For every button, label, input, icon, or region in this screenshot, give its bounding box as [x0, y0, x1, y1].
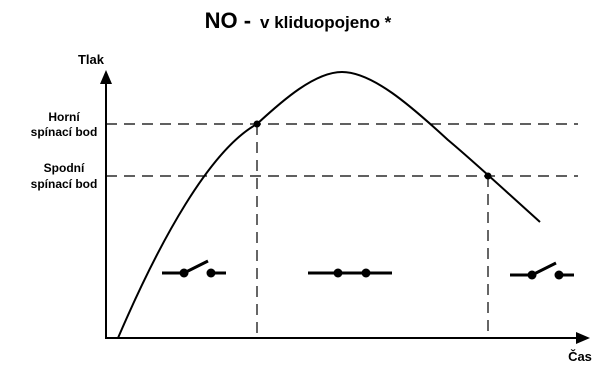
- pressure-curve: [117, 70, 541, 339]
- upper-threshold-label-2: spínací bod: [31, 125, 98, 139]
- x-axis-label: Čas: [568, 349, 592, 364]
- switch-open-icon: [510, 261, 574, 280]
- x-axis-arrow: [576, 332, 590, 344]
- upper-crossing-point: [253, 120, 261, 128]
- title-text: v kliduopojeno *: [260, 13, 392, 32]
- switch-closed-icon: [308, 268, 392, 278]
- lower-crossing-point: [484, 172, 492, 180]
- title-abbr: NO -: [204, 8, 252, 33]
- switch-open-icon: [162, 259, 226, 278]
- diagram-title: NO - v kliduopojeno *: [0, 8, 596, 34]
- lower-threshold-label-1: Spodní: [44, 161, 85, 175]
- lower-threshold-label-2: spínací bod: [31, 177, 98, 191]
- y-axis-arrow: [100, 70, 112, 84]
- upper-threshold-label-1: Horní: [48, 110, 80, 124]
- y-axis-label: Tlak: [78, 52, 105, 67]
